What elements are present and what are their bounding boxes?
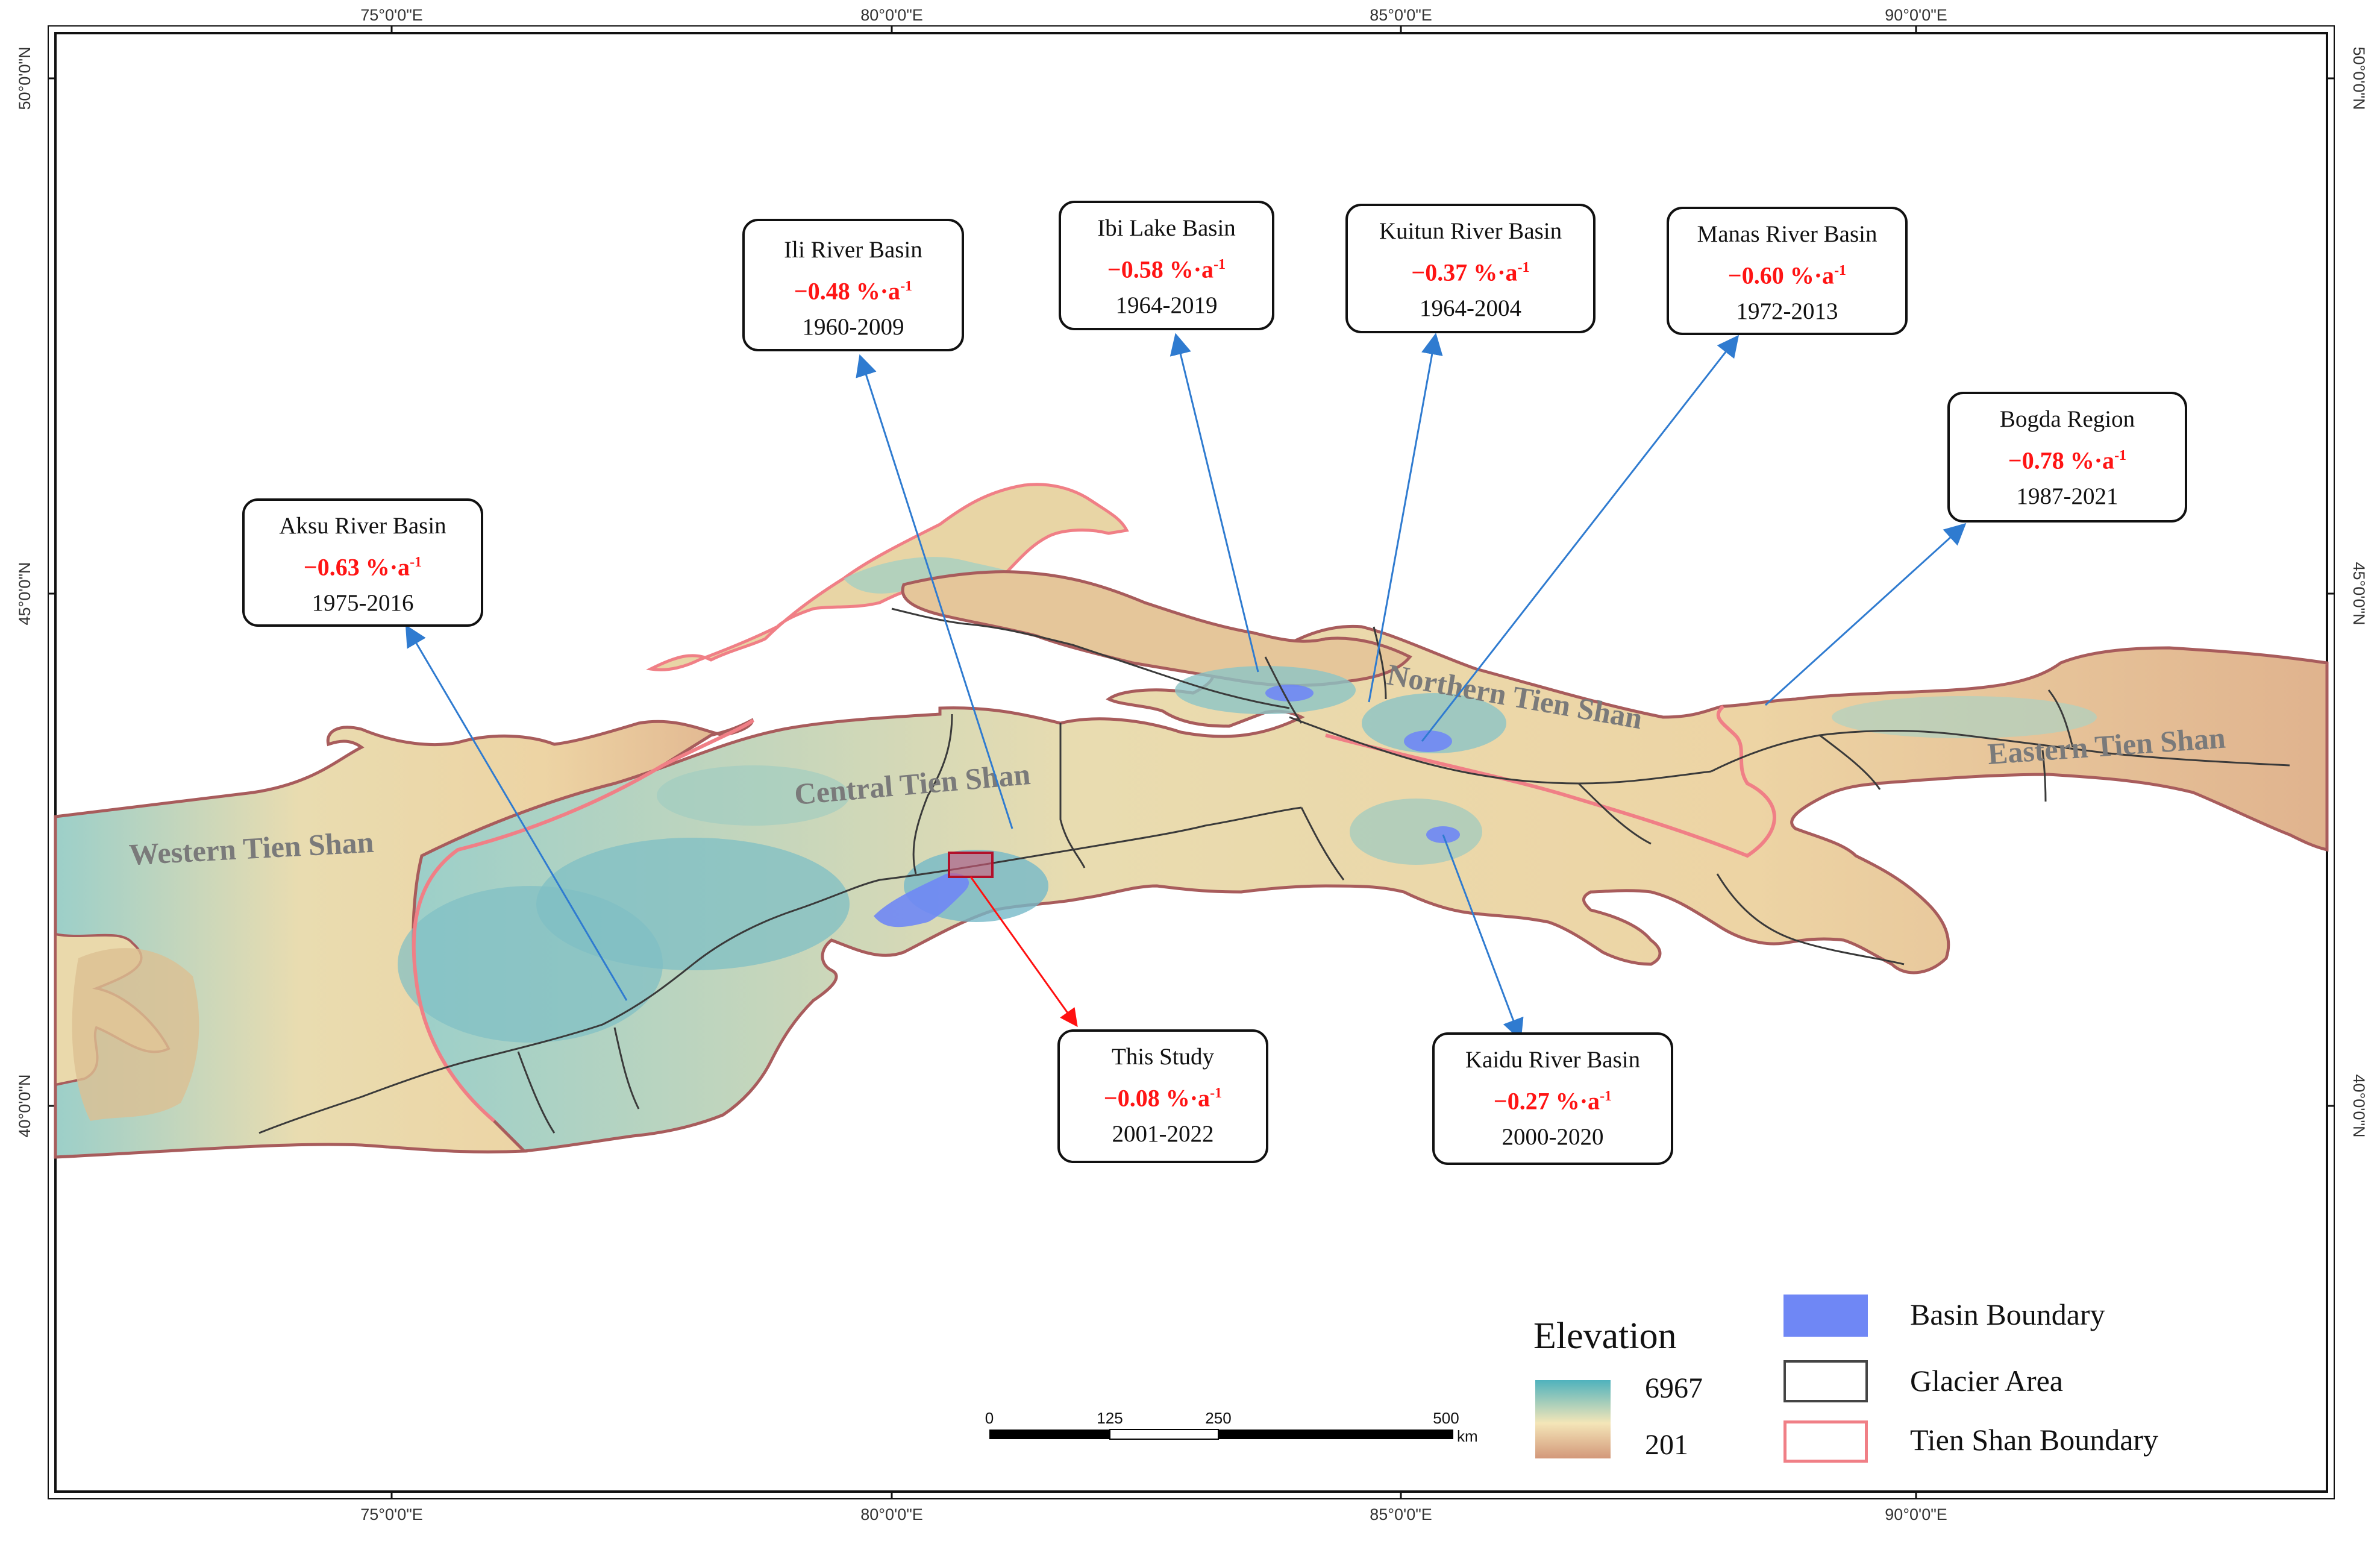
lon-label-top-80: 80°0'0"E [860, 6, 923, 24]
lon-label-bottom-85: 85°0'0"E [1370, 1505, 1432, 1524]
callout-ibi-name: Ibi Lake Basin [1097, 215, 1236, 241]
legend-glacier-label: Glacier Area [1910, 1364, 2064, 1398]
lat-label-left-50: 50°0'0"N [16, 46, 34, 110]
callout-study: This Study −0.08 %·a-1 2001-2022 [1057, 1029, 1268, 1163]
lon-label-bottom-75: 75°0'0"E [360, 1505, 423, 1524]
callout-kaidu: Kaidu River Basin −0.27 %·a-1 2000-2020 [1432, 1032, 1673, 1165]
legend-basin-swatch [1783, 1295, 1868, 1337]
basin-patch-kuitun [1265, 685, 1314, 701]
callout-kuitun: Kuitun River Basin −0.37 %·a-1 1964-2004 [1345, 204, 1596, 333]
legend-basin-label: Basin Boundary [1910, 1298, 2105, 1331]
legend-elevation-min: 201 [1645, 1429, 1688, 1461]
callout-ibi-years: 1964-2019 [1115, 292, 1218, 319]
callout-manas: Manas River Basin −0.60 %·a-1 1972-2013 [1667, 207, 1908, 335]
scale-tick-0: 0 [985, 1409, 994, 1427]
lon-label-bottom-80: 80°0'0"E [860, 1505, 923, 1524]
study-arrow [969, 876, 1078, 1028]
lon-label-top-75: 75°0'0"E [360, 6, 423, 24]
legend-boundary-swatch [1783, 1420, 1868, 1463]
map-frame-outer [48, 25, 2335, 1499]
legend-elevation-title: Elevation [1533, 1316, 1677, 1357]
callout-kaidu-years: 2000-2020 [1502, 1124, 1604, 1150]
callout-study-rate: −0.08 %·a-1 [1103, 1084, 1223, 1112]
lon-label-top-85: 85°0'0"E [1370, 6, 1432, 24]
callout-bogda-rate: −0.78 %·a-1 [2008, 447, 2127, 474]
callout-ili: Ili River Basin −0.48 %·a-1 1960-2009 [742, 219, 964, 351]
callout-manas-rate: −0.60 %·a-1 [1727, 262, 1847, 289]
legend-boundary-label: Tien Shan Boundary [1910, 1423, 2159, 1457]
scale-unit: km [1457, 1427, 1478, 1445]
callout-aksu-name: Aksu River Basin [279, 513, 446, 539]
callout-ibi-rate: −0.58 %·a-1 [1107, 256, 1226, 283]
callout-manas-years: 1972-2013 [1736, 298, 1838, 325]
basin-patch-study [874, 873, 969, 927]
scale-bar: 0 125 250 500 km [985, 1409, 1478, 1445]
scale-tick-125: 125 [1097, 1409, 1123, 1427]
lat-label-right-45: 45°0'0"N [2350, 562, 2368, 625]
basin-patch-manas [1404, 730, 1452, 752]
callout-aksu: Aksu River Basin −0.63 %·a-1 1975-2016 [242, 498, 483, 627]
callout-ili-years: 1960-2009 [802, 314, 904, 341]
callout-kuitun-rate: −0.37 %·a-1 [1411, 259, 1530, 286]
lat-label-left-45: 45°0'0"N [16, 562, 34, 625]
legend-elevation-ramp [1535, 1380, 1611, 1458]
legend-glacier-swatch [1783, 1360, 1868, 1402]
callout-manas-name: Manas River Basin [1697, 221, 1877, 247]
legend-elevation-max: 6967 [1645, 1372, 1703, 1404]
lon-label-top-90: 90°0'0"E [1885, 6, 1947, 24]
callout-aksu-years: 1975-2016 [312, 590, 414, 617]
callout-bogda-name: Bogda Region [1999, 406, 2135, 432]
lon-label-bottom-90: 90°0'0"E [1885, 1505, 1947, 1524]
callout-ili-name: Ili River Basin [784, 237, 922, 263]
callout-study-years: 2001-2022 [1112, 1121, 1214, 1147]
callout-bogda: Bogda Region −0.78 %·a-1 1987-2021 [1947, 392, 2187, 523]
callout-study-name: This Study [1111, 1044, 1215, 1070]
callout-bogda-years: 1987-2021 [2016, 483, 2119, 510]
callout-aksu-rate: −0.63 %·a-1 [303, 553, 422, 581]
callout-kuitun-years: 1964-2004 [1420, 295, 1521, 322]
lat-label-left-40: 40°0'0"N [16, 1074, 34, 1137]
callout-ibi: Ibi Lake Basin −0.58 %·a-1 1964-2019 [1059, 201, 1274, 330]
scale-tick-500: 500 [1433, 1409, 1459, 1427]
study-area-marker [948, 852, 994, 878]
glacier-area-lines [258, 607, 2290, 1134]
callout-kaidu-name: Kaidu River Basin [1465, 1047, 1641, 1073]
callout-arrows [405, 333, 1967, 1041]
lat-label-right-50: 50°0'0"N [2350, 46, 2368, 110]
callout-kaidu-rate: −0.27 %·a-1 [1493, 1087, 1612, 1115]
lat-label-right-40: 40°0'0"N [2350, 1074, 2368, 1137]
tien-shan-boundary [412, 705, 1776, 1123]
scale-tick-250: 250 [1205, 1409, 1231, 1427]
callout-ili-rate: −0.48 %·a-1 [794, 277, 913, 305]
callout-kuitun-name: Kuitun River Basin [1379, 218, 1562, 244]
